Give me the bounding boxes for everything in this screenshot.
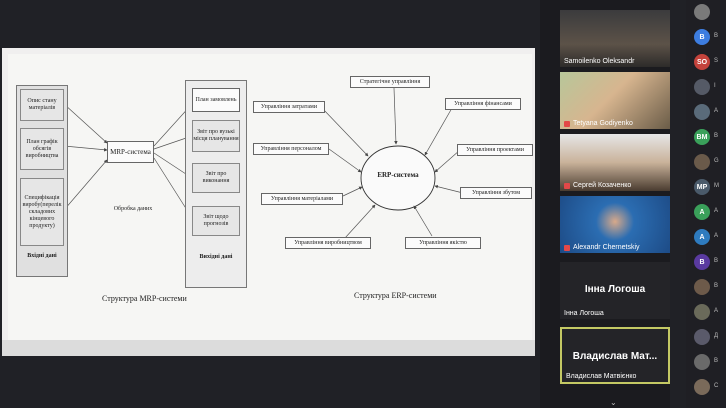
muted-mic-icon [564,244,570,251]
sidebar-avatar[interactable] [694,279,710,295]
sidebar-avatar[interactable]: A [694,204,710,220]
mrp-outputs-label: Вихідні дані [199,254,233,260]
participant-name: Сергей Козаченко [564,182,631,189]
sidebar-avatar[interactable] [694,354,710,370]
mrp-inputs-label: Вхідні дані [27,253,57,259]
sidebar-avatar[interactable] [694,4,710,20]
participant-tile[interactable]: Samoilenko Oleksandr [560,10,670,67]
sidebar-label: I [714,83,716,89]
participant-big-name: Владислав Мат... [572,351,658,362]
sidebar-label: B [714,283,719,289]
sidebar-label: B [714,133,719,139]
mrp-output-3: Звіт про виконання [192,163,240,193]
participant-name: Владислав Матвієнко [566,373,637,380]
erp-module-personnel: Управління персоналом [253,143,329,155]
participant-tile[interactable]: Інна Логоша Інна Логоша [560,262,670,319]
chevron-down-icon[interactable]: ⌄ [610,398,617,407]
sidebar-avatar[interactable]: BM [694,129,710,145]
sidebar-avatar[interactable] [694,154,710,170]
participant-video [560,10,670,67]
sidebar-avatar[interactable]: A [694,229,710,245]
mrp-processing-label: Обробка даних [113,206,153,212]
sidebar-label: G [714,158,719,164]
sidebar-label: Д [714,333,719,339]
mrp-input-1: Опис стану матеріалів [20,89,64,121]
mrp-center: MRP-система [107,141,154,163]
sidebar-label: A [714,233,719,239]
diagram-connectors [63,87,464,239]
participant-tile[interactable]: Alexandr Chernetskiy [560,196,670,253]
erp-module-finance: Управління фінансами [445,98,521,110]
muted-mic-icon [564,182,570,189]
sidebar-avatar[interactable]: B [694,254,710,270]
participants-panel: Samoilenko Oleksandr Tetyana Godiyenko С… [540,0,670,408]
participant-tile[interactable]: Tetyana Godiyenko [560,72,670,129]
participant-name: Samoilenko Oleksandr [564,58,635,65]
participant-video [560,72,670,129]
sidebar-avatar[interactable] [694,304,710,320]
sidebar-label: B [714,258,719,264]
sidebar-label: B [714,33,719,39]
sidebar-avatar[interactable] [694,79,710,95]
sidebar-avatar[interactable]: SO [694,54,710,70]
sidebar-label: A [714,308,719,314]
sidebar-label: C [714,383,719,389]
mrp-caption: Структура MRP-системи [102,294,187,303]
mrp-input-2: План графік обсягів виробництва [20,128,64,170]
muted-mic-icon [564,120,570,127]
erp-module-projects: Управління проектами [457,144,533,156]
mrp-output-2: Звіт про вузькі місця планування [192,120,240,152]
slide-footer-bar [2,340,535,356]
sidebar-label: S [714,58,719,64]
erp-module-costs: Управління затратами [253,101,325,113]
participant-tile-active[interactable]: Владислав Мат... Владислав Матвієнко [560,327,670,384]
sidebar-avatar[interactable] [694,379,710,395]
erp-center: ERP-система [377,170,419,179]
participant-name: Alexandr Chernetskiy [564,244,640,251]
erp-module-strategic: Стратегічне управління [350,76,430,88]
shared-slide: Опис стану матеріалів План графік обсягі… [2,48,535,356]
participant-video [560,134,670,191]
participant-big-name: Інна Логоша [584,284,646,295]
erp-module-sales: Управління збутом [460,187,532,199]
erp-module-materials: Управління матеріалами [261,193,343,205]
erp-module-production: Управління виробництвом [285,237,371,249]
participant-name: Інна Логоша [564,310,604,317]
sidebar-avatar[interactable]: B [694,29,710,45]
sidebar-avatar[interactable] [694,104,710,120]
sidebar-label: A [714,208,719,214]
erp-caption: Структура ERP-системи [354,291,437,300]
participant-tile[interactable]: Сергей Козаченко [560,134,670,191]
participant-name: Tetyana Godiyenko [564,120,633,127]
mrp-input-3: Специфікація виробу(перелік складових кі… [20,178,64,246]
participant-video [560,196,670,253]
mrp-output-4: Звіт щодо прогнозів [192,206,240,236]
sidebar-label: B [714,358,719,364]
erp-module-quality: Управління якістю [405,237,481,249]
sidebar-label: A [714,108,719,114]
sidebar-avatar[interactable] [694,329,710,345]
sidebar-avatar[interactable]: MP [694,179,710,195]
mrp-output-1: План замовлень [192,88,240,112]
sidebar-label: M [714,183,719,189]
